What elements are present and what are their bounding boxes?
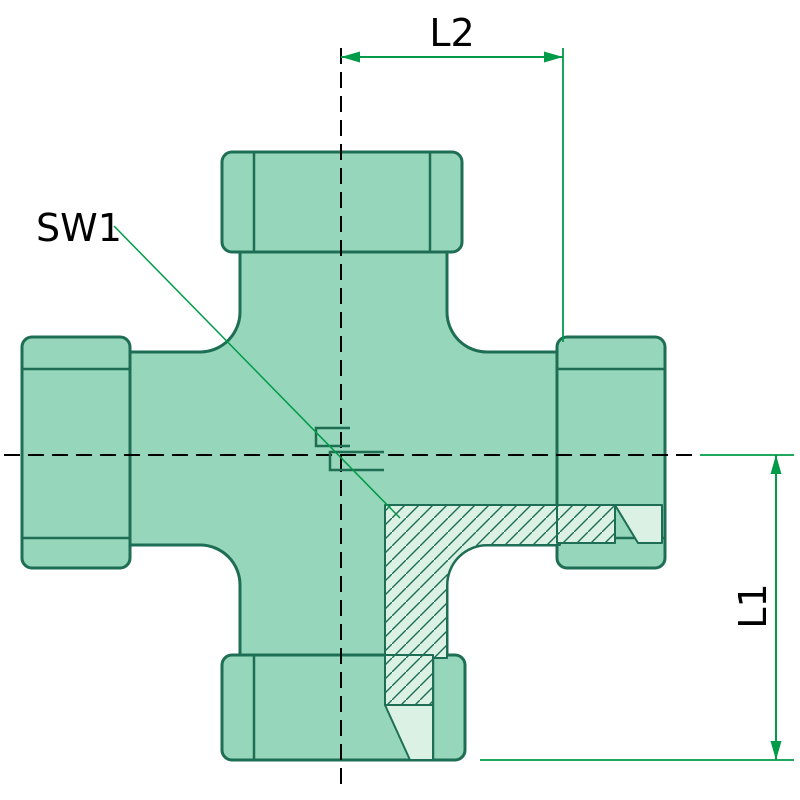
l2-arrow-right xyxy=(544,51,563,63)
right-nut-section-hatch xyxy=(557,505,615,543)
right-nut-chamfer xyxy=(614,504,663,544)
left-nut xyxy=(20,335,132,570)
bottom-nut-section-hatch xyxy=(385,655,433,705)
bottom-nut-chamfer xyxy=(384,704,434,761)
thread-symbol-lower xyxy=(328,450,384,472)
centerlines-group xyxy=(4,48,700,792)
section-band-hatch xyxy=(385,505,560,658)
l2-arrow-left xyxy=(341,51,360,63)
thread-symbol-group xyxy=(314,426,384,472)
dimensions-group xyxy=(113,48,794,761)
sw1-leader-line xyxy=(113,225,401,519)
l1-arrow-top xyxy=(770,455,782,474)
l2-label: L2 xyxy=(429,11,474,55)
sw1-label: SW1 xyxy=(36,206,122,250)
l1-arrow-bottom xyxy=(770,741,782,760)
l1-label: L1 xyxy=(731,583,775,628)
labels-group: L2 L1 SW1 xyxy=(36,11,775,629)
thread-symbol-upper xyxy=(314,426,350,448)
section-group xyxy=(384,504,663,761)
